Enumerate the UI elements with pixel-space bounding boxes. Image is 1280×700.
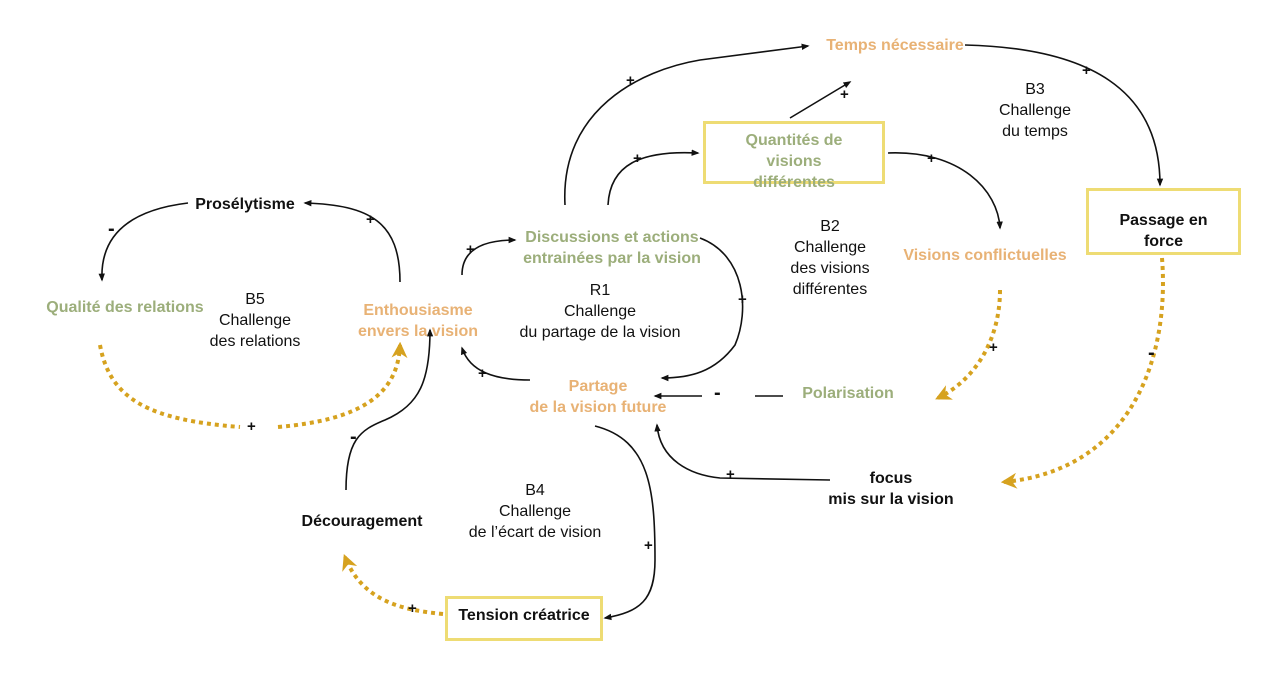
sign-polarisation-partage: -	[714, 382, 721, 404]
arrow-discussions-partage	[660, 237, 744, 382]
sign-enthousiasme-discussions: +	[466, 241, 475, 258]
sign-qualite-enthousiasme: +	[247, 418, 256, 435]
sign-proselytisme-qualite: -	[108, 218, 115, 240]
loop-label-b4: B4 Challenge de l’écart de vision	[468, 482, 602, 541]
arrow-discussions-quantites	[607, 149, 700, 206]
node-decouragement: Découragement	[301, 513, 423, 530]
dotted-tension-decouragement	[342, 554, 444, 616]
dotted-passage-focus	[1000, 257, 1165, 489]
node-focus-vision: focus mis sur la vision	[828, 470, 954, 508]
sign-passage-focus: -	[1148, 342, 1155, 364]
node-polarisation: Polarisation	[802, 385, 894, 402]
node-qualite-relations: Qualité des relations	[46, 299, 204, 316]
node-quantites-visions: Quantités de visions différentes	[703, 121, 885, 191]
sign-quantites-visions: +	[927, 150, 936, 167]
loop-label-b5: B5 Challenge des relations	[209, 291, 301, 350]
node-passage-en-force: Passage en force	[1086, 188, 1241, 255]
arrow-discussions-temps	[564, 43, 810, 206]
sign-temps-passage: +	[1082, 62, 1091, 79]
arrow-partage-tension	[594, 425, 656, 621]
arrow-focus-partage	[654, 423, 831, 481]
sign-discussions-quantites: +	[633, 150, 642, 167]
dotted-visions-polarisation	[935, 289, 1002, 400]
node-tension-creatrice: Tension créatrice	[445, 596, 603, 641]
dotted-qualite-enthousiasme	[98, 345, 400, 429]
arrow-proselytisme-qualite	[98, 202, 189, 282]
arrow-temps-passage	[964, 44, 1164, 187]
sign-decouragement-enthousiasme: -	[350, 426, 357, 448]
sign-focus-partage: +	[726, 466, 735, 483]
node-proselytisme: Prosélytisme	[195, 196, 295, 213]
sign-partage-enthousiasme: +	[478, 365, 487, 382]
node-visions-conflictuelles: Visions conflictuelles	[903, 247, 1067, 264]
arrow-partage-enthousiasme	[460, 346, 531, 381]
node-discussions-actions: Discussions et actions entrainées par la…	[523, 229, 701, 267]
sign-visions-polarisation: +	[989, 339, 998, 356]
sign-partage-tension: +	[644, 537, 653, 554]
node-partage-vision: Partage de la vision future	[529, 378, 667, 416]
arrow-quantites-visions	[887, 152, 1003, 230]
loop-label-b3: B3 Challenge du temps	[998, 81, 1072, 140]
arrow-decouragement-enthousiasme	[345, 328, 434, 491]
sign-enthousiasme-proselytisme: +	[366, 211, 375, 228]
node-temps-necessaire: Temps nécessaire	[826, 37, 964, 54]
arrow-enthousiasme-discussions	[461, 236, 517, 276]
loop-label-r1: R1 Challenge du partage de la vision	[519, 282, 681, 341]
loop-label-b2: B2 Challenge des visions différentes	[790, 218, 870, 298]
sign-tension-decouragement: +	[408, 600, 417, 617]
sign-discussions-temps: +	[626, 72, 635, 89]
node-enthousiasme: Enthousiasme envers la vision	[357, 302, 479, 340]
arrow-enthousiasme-proselytisme	[303, 199, 401, 283]
arrow-quantites-temps	[789, 81, 852, 119]
sign-quantites-temps: +	[840, 86, 849, 103]
sign-discussions-partage: +	[738, 291, 747, 308]
